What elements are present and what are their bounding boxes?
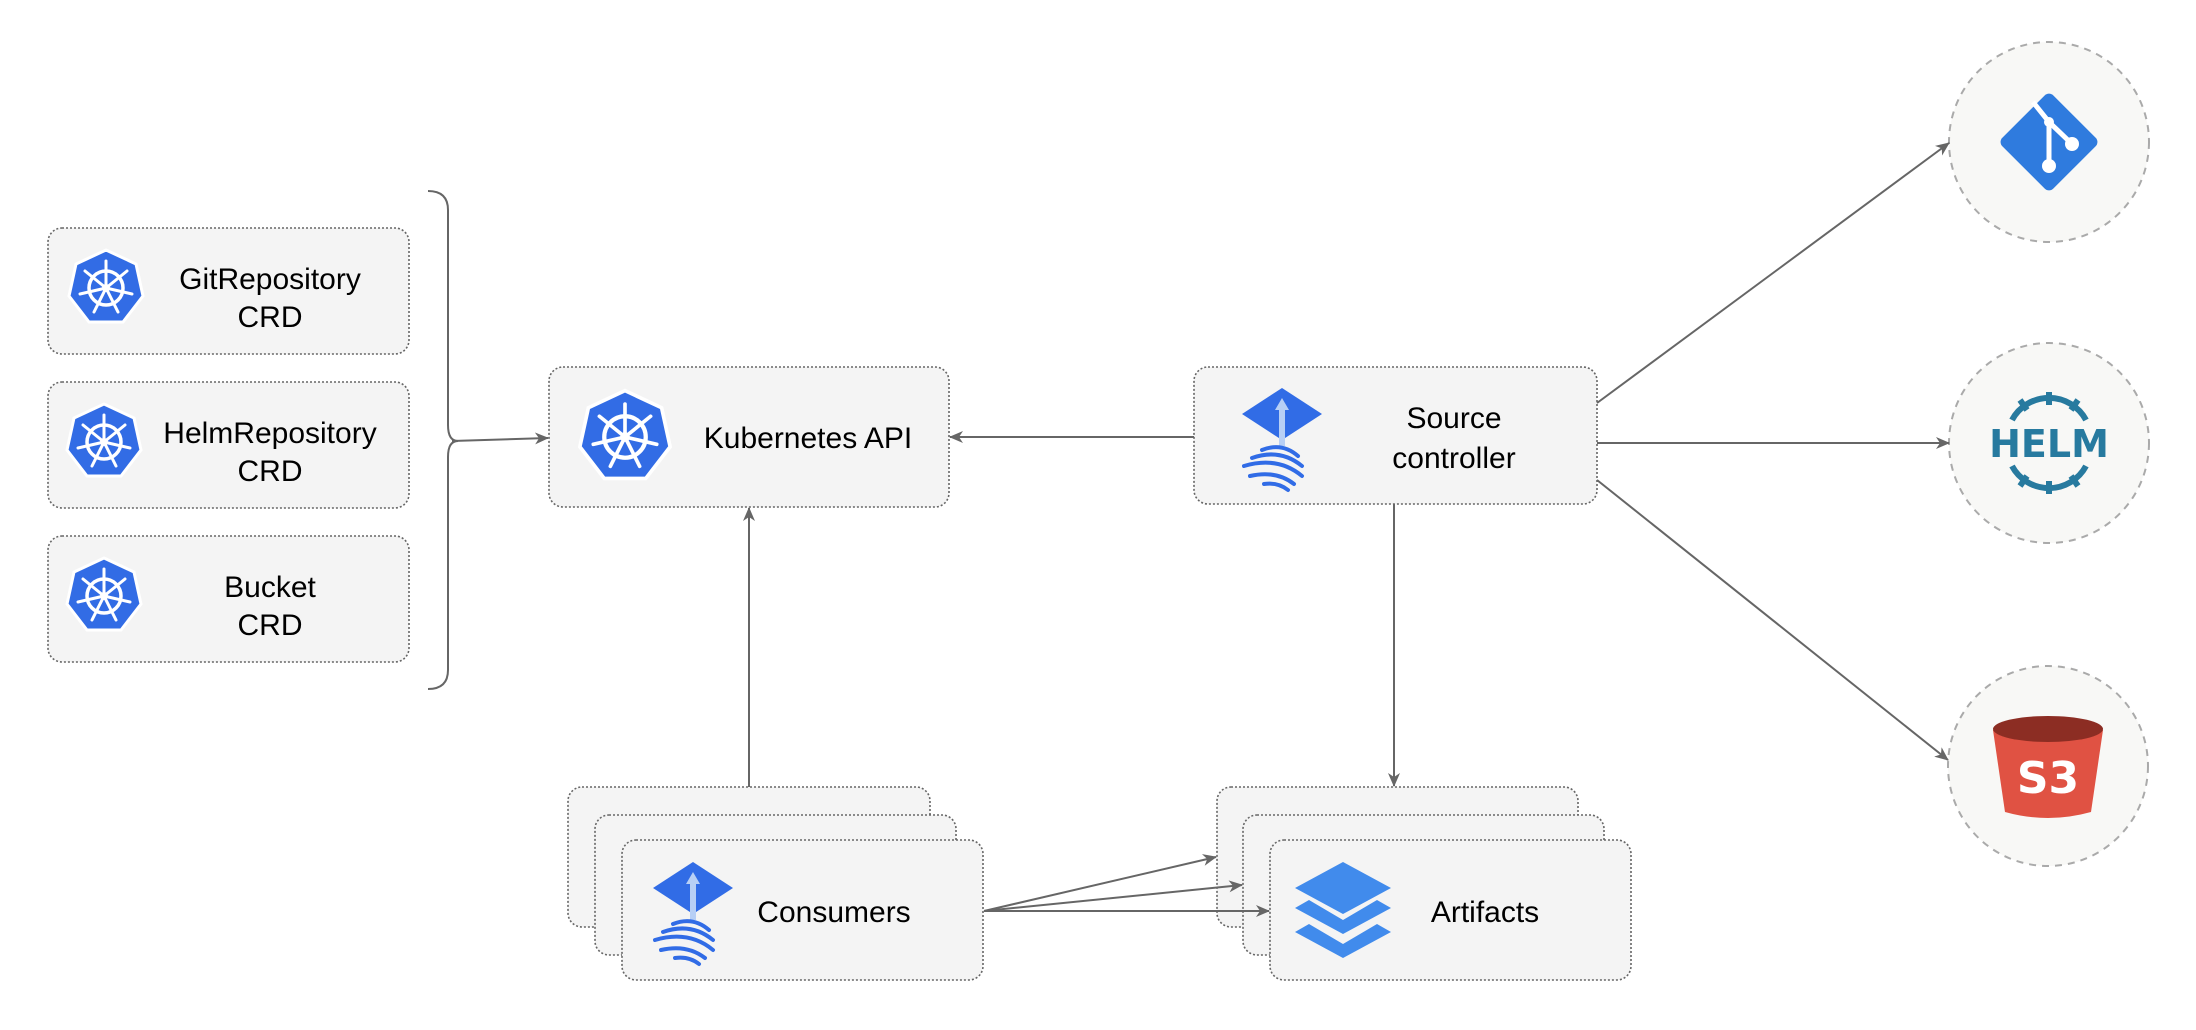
consumers-label: Consumers — [757, 896, 910, 929]
artifacts-node: Artifacts — [1216, 786, 1632, 981]
crd-label-line2: CRD — [238, 301, 303, 334]
crd-box — [47, 535, 410, 663]
source-controller-node: Source controller — [1193, 366, 1598, 505]
arrow-consumers-to-artifact — [983, 854, 1217, 912]
git-icon — [2000, 93, 2098, 191]
crd-helmrepository: HelmRepository CRD — [47, 381, 410, 509]
helm-source: HELM — [1948, 342, 2150, 544]
crd-box — [47, 381, 410, 509]
svg-text:HELM: HELM — [1989, 422, 2109, 466]
crd-bucket: Bucket CRD — [47, 535, 410, 663]
kubernetes-icon — [67, 248, 145, 324]
crd-label-line1: Bucket — [224, 571, 316, 604]
helm-icon: HELM — [1989, 392, 2109, 494]
crd-label-line2: CRD — [238, 455, 303, 488]
crd-label-line2: CRD — [238, 609, 303, 642]
s3-source: S3 — [1947, 665, 2149, 867]
crd-gitrepository: GitRepository CRD — [47, 227, 410, 355]
kubernetes-icon — [580, 391, 670, 479]
crd-label-line1: HelmRepository — [163, 417, 376, 450]
arrow-crds-to-api — [451, 432, 549, 445]
artifacts-label: Artifacts — [1431, 896, 1539, 929]
kubernetes-icon — [65, 556, 143, 632]
arrow-controller-to-git — [1596, 142, 1950, 404]
source-controller-label-line1: Source — [1406, 402, 1501, 435]
s3-icon: S3 — [1993, 716, 2103, 818]
svg-text:S3: S3 — [2017, 753, 2079, 804]
arrow-consumers-to-artifact — [983, 880, 1243, 912]
kubernetes-api-label: Kubernetes API — [704, 422, 912, 455]
arrow-controller-to-s3 — [1596, 479, 1949, 761]
kubernetes-api-node: Kubernetes API — [548, 366, 950, 508]
crd-box — [47, 227, 410, 355]
consumers-node: Consumers — [567, 786, 984, 981]
node-box — [1193, 366, 1598, 505]
crd-label-line1: GitRepository — [179, 263, 361, 296]
source-controller-label-line2: controller — [1392, 442, 1515, 475]
kubernetes-icon — [65, 402, 143, 478]
git-source — [1948, 41, 2150, 243]
